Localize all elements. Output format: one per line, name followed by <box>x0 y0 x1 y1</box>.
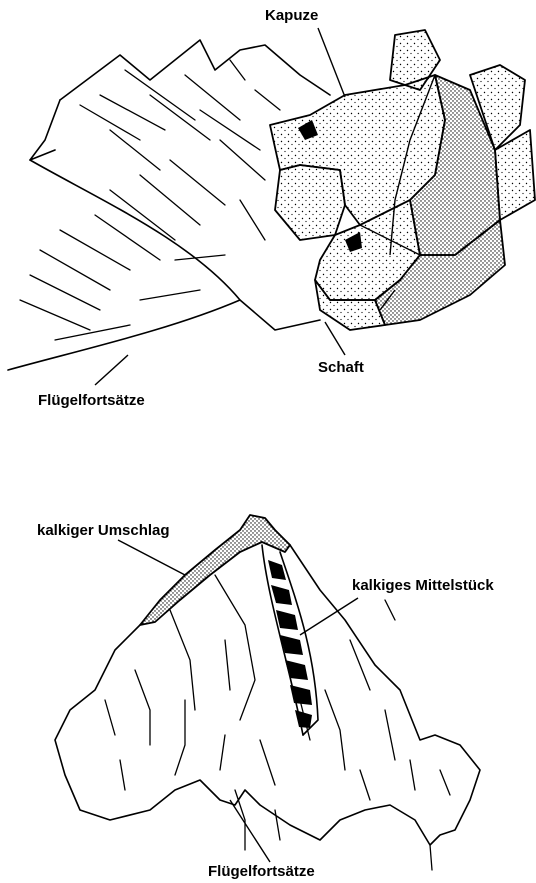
label-bottom-fluegelfortsaetze: Flügelfortsätze <box>208 863 315 880</box>
label-kalkiger-umschlag: kalkiger Umschlag <box>37 522 170 539</box>
bottom-illustration: kalkiger Umschlag kalkiges Mittelstück F… <box>37 515 494 880</box>
label-kalkiges-mittelstueck: kalkiges Mittelstück <box>352 577 494 594</box>
label-schaft: Schaft <box>318 359 364 376</box>
mittelstueck-leader-line <box>300 598 358 635</box>
top-fluegel-leader-line <box>95 355 128 385</box>
umschlag-leader-line <box>118 540 185 575</box>
label-kapuze: Kapuze <box>265 7 318 24</box>
top-plates-drawing <box>270 30 535 330</box>
top-illustration: Kapuze Schaft Flügelfortsätze <box>8 7 535 409</box>
label-top-fluegelfortsaetze: Flügelfortsätze <box>38 392 145 409</box>
schaft-leader-line <box>325 322 345 355</box>
kapuze-leader-line <box>318 28 345 97</box>
bottom-fluegel-leader-line <box>230 800 270 862</box>
